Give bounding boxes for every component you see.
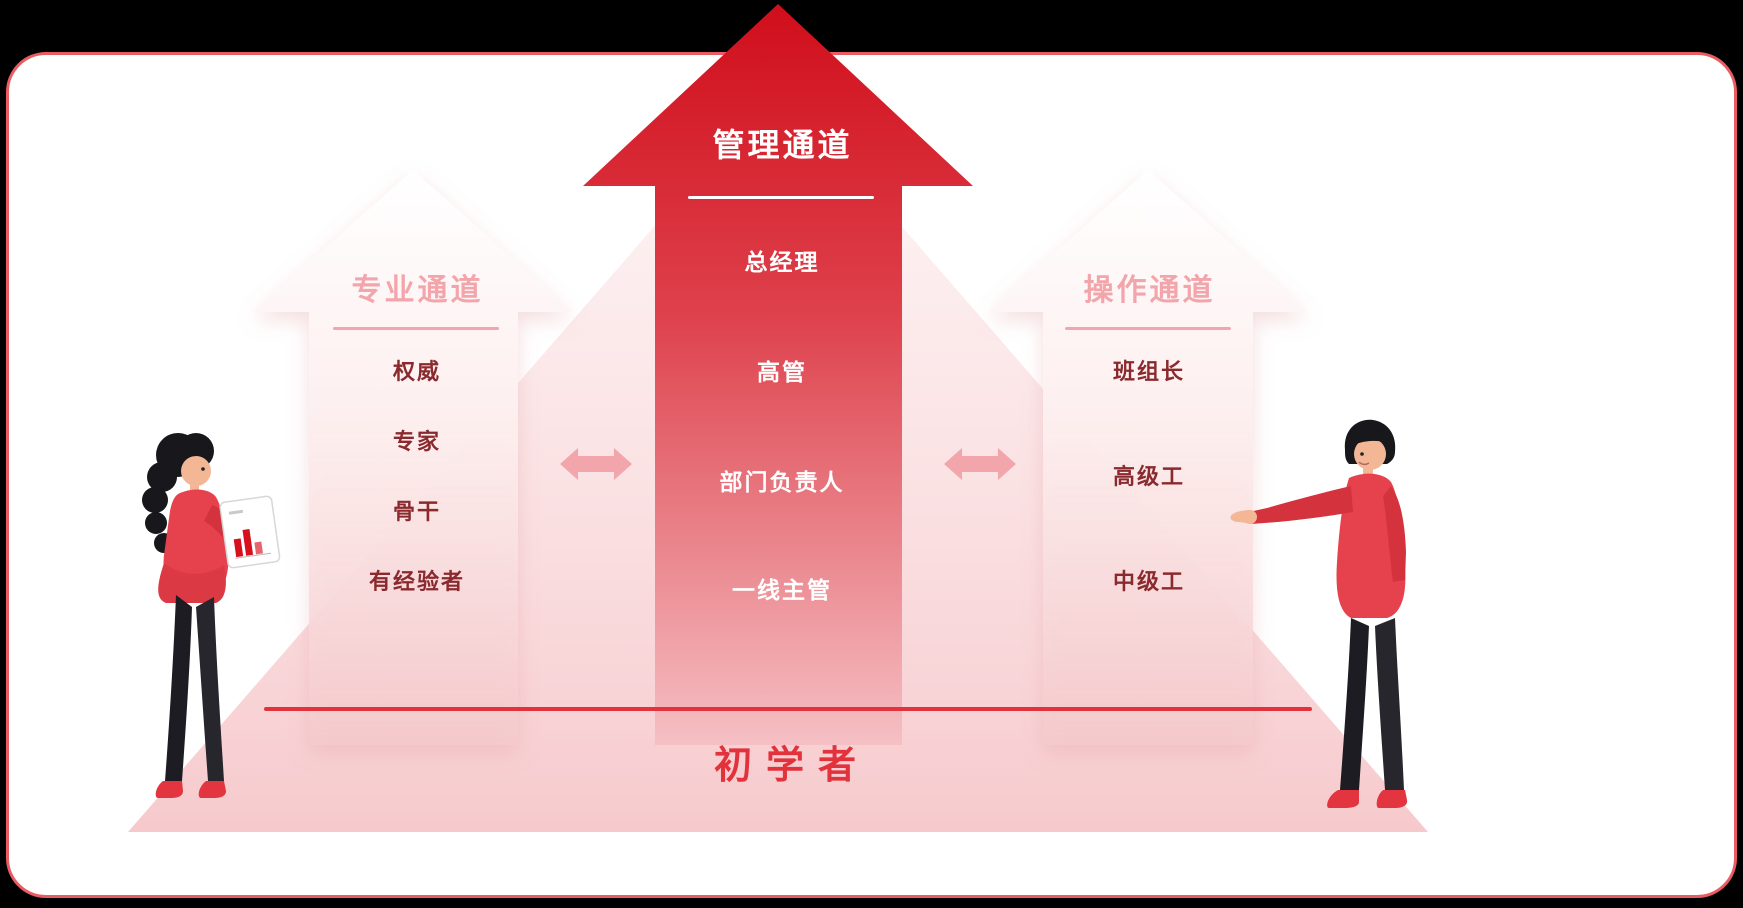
operation-channel-title: 操作通道 — [1083, 274, 1216, 307]
management-channel-arrow — [583, 4, 973, 745]
man-face — [1354, 438, 1386, 470]
tablet — [219, 495, 281, 569]
man-leg-right — [1375, 618, 1404, 790]
operation-channel-arrow — [988, 170, 1308, 745]
woman-shoe-right — [198, 781, 226, 798]
man-fringe — [1347, 428, 1393, 448]
man-pointing-illustration — [1230, 419, 1408, 808]
man-smile — [1358, 461, 1370, 466]
management-level-2: 高管 — [757, 359, 807, 385]
professional-level-4: 有经验者 — [368, 569, 465, 594]
man-leg-left — [1340, 618, 1369, 790]
operation-level-3: 中级工 — [1112, 569, 1185, 594]
professional-level-1: 权威 — [392, 359, 441, 384]
management-level-3: 部门负责人 — [719, 469, 845, 495]
management-level-1: 总经理 — [744, 249, 820, 275]
woman-neck — [190, 483, 199, 493]
woman-eye — [201, 467, 205, 471]
double-arrow-horizontal-icon — [560, 448, 632, 480]
professional-channel-title: 专业通道 — [351, 274, 484, 307]
man-neck — [1363, 468, 1373, 479]
man-hand — [1243, 510, 1257, 524]
woman-leg-left — [165, 595, 192, 781]
management-title-underline — [688, 196, 874, 199]
woman-jacket-flare — [158, 563, 226, 603]
professional-channel-arrow — [253, 170, 573, 745]
professional-level-2: 专家 — [392, 429, 441, 454]
bar-chart-icon — [233, 529, 272, 559]
management-channel-title: 管理通道 — [712, 127, 853, 163]
operation-level-2: 高级工 — [1112, 464, 1185, 489]
woman-with-tablet-illustration — [142, 433, 281, 798]
woman-leg-right — [196, 597, 224, 781]
man-shoe-right — [1376, 790, 1408, 808]
man-pointing-arm — [1249, 486, 1353, 524]
beginner-label: 初学者 — [713, 745, 870, 787]
operation-level-1: 班组长 — [1112, 359, 1185, 384]
man-shoe-left — [1327, 790, 1359, 808]
woman-face — [181, 456, 211, 486]
operation-title-underline — [1065, 327, 1231, 330]
professional-level-3: 骨干 — [392, 499, 441, 524]
professional-title-underline — [333, 327, 499, 330]
double-arrow-horizontal-icon — [944, 448, 1016, 480]
woman-fringe — [178, 442, 213, 459]
man-arm-pocket — [1383, 486, 1406, 582]
management-level-4: 一线主管 — [732, 577, 832, 603]
woman-shoe-left — [155, 781, 183, 798]
man-eye — [1360, 452, 1364, 456]
base-divider-line — [264, 707, 1312, 711]
